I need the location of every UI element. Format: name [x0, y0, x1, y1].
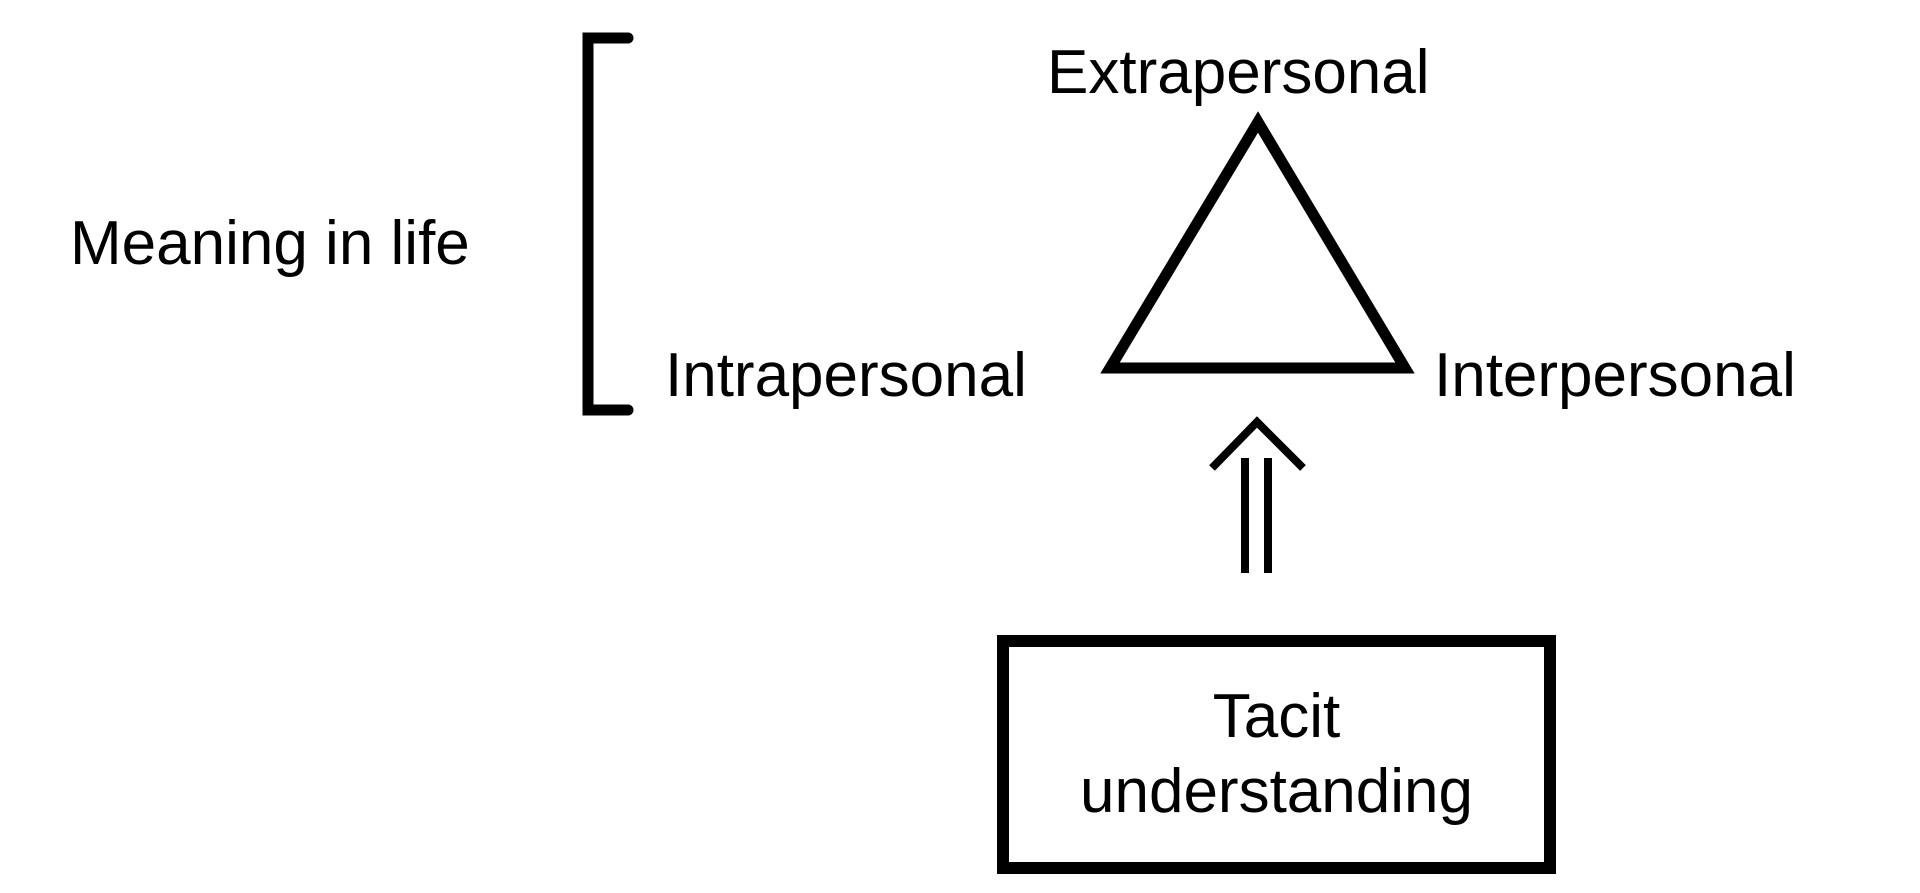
tacit-understanding-label: Tacit understanding: [1080, 682, 1473, 826]
bracket: [582, 32, 634, 416]
tacit-understanding-box: Tacit understanding: [997, 635, 1556, 874]
intrapersonal-label: Intrapersonal: [665, 341, 1027, 410]
meaning-in-life-label: Meaning in life: [70, 209, 470, 278]
triangle: [1100, 111, 1415, 374]
interpersonal-label: Interpersonal: [1434, 341, 1796, 410]
extrapersonal-label: Extrapersonal: [1047, 38, 1430, 107]
arrow-head: [1209, 416, 1306, 471]
